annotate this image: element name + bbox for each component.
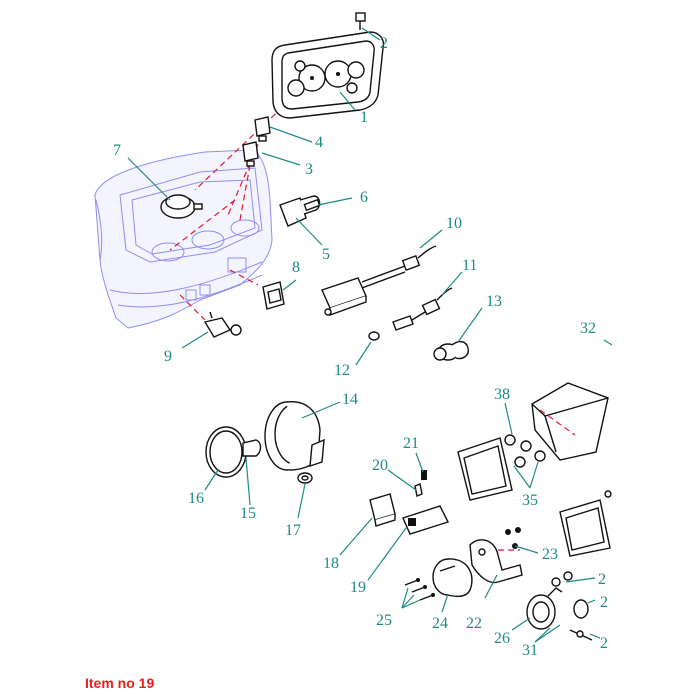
- callout-8: 8: [292, 259, 300, 276]
- callout-7: 7: [113, 142, 121, 159]
- switch-part-4: [254, 116, 271, 142]
- callout-6: 6: [360, 189, 368, 206]
- screws-part-25: [404, 578, 435, 601]
- callout-18: 18: [323, 555, 339, 572]
- callout-22: 22: [466, 615, 482, 632]
- switch-part-3: [242, 141, 259, 167]
- callout-38: 38: [494, 386, 510, 403]
- bulb-holder: [433, 340, 470, 361]
- callout-31: 31: [522, 642, 538, 659]
- mounting-bracket: [469, 539, 523, 584]
- callout-15: 15: [240, 505, 256, 522]
- callout-10: 10: [446, 215, 462, 232]
- tail-light-housing: [531, 382, 609, 461]
- callout-13: 13: [486, 293, 502, 310]
- callout-32: 32: [580, 320, 596, 337]
- nuts-part-23: [505, 527, 521, 549]
- callout-20: 20: [372, 457, 388, 474]
- rocker-switch: [262, 281, 285, 310]
- callout-35: 35: [522, 492, 538, 509]
- callout-2-right-3: 2: [600, 635, 608, 652]
- callout-2: 2: [380, 35, 388, 52]
- callout-17: 17: [285, 522, 301, 539]
- callout-5: 5: [322, 246, 330, 263]
- callout-2-right-1: 2: [598, 571, 606, 588]
- callout-9: 9: [164, 348, 172, 365]
- tail-light-unit-2: [559, 499, 611, 557]
- sensor-part-9: [203, 311, 242, 338]
- horn-part-26: [526, 571, 593, 641]
- callout-3: 3: [305, 161, 313, 178]
- callout-12: 12: [334, 362, 350, 379]
- tail-light-unit: [457, 437, 513, 501]
- item-number-label: Item no 19: [85, 675, 155, 691]
- instrument-cluster: [271, 31, 385, 119]
- callout-14: 14: [342, 391, 358, 408]
- callout-24: 24: [432, 615, 448, 632]
- callout-21: 21: [403, 435, 419, 452]
- callout-labels: 1 2 3 4 5 6 7 8 9 10 11 12 13 14 15 16 1…: [113, 35, 608, 659]
- callout-26: 26: [494, 630, 510, 647]
- screw-part-2: [355, 12, 366, 30]
- callout-25: 25: [376, 612, 392, 629]
- callout-23: 23: [542, 546, 558, 563]
- callout-16: 16: [188, 490, 204, 507]
- callout-1: 1: [360, 109, 368, 126]
- callout-2-right-2: 2: [600, 594, 608, 611]
- fuel-sender: [160, 194, 203, 219]
- leader-lines: [127, 27, 613, 643]
- relay-with-cable: [321, 245, 437, 316]
- headlight-assembly: [205, 401, 325, 484]
- callout-4: 4: [315, 134, 323, 151]
- callout-11: 11: [462, 257, 477, 274]
- temp-sensor-with-plug: [368, 287, 453, 341]
- fastener-edge: [604, 490, 612, 498]
- horn: [432, 558, 473, 598]
- bulbs-part-38: [504, 434, 546, 468]
- callout-19: 19: [350, 579, 366, 596]
- relay-socket-assembly: [369, 470, 449, 535]
- ignition-switch: [279, 195, 321, 227]
